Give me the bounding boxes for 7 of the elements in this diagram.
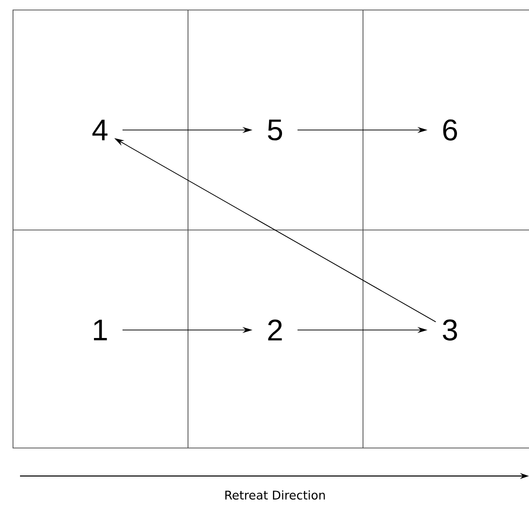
step-number: 5 [268, 120, 282, 140]
step-number: 4 [92, 120, 108, 140]
axis-label: Retreat Direction [225, 490, 325, 500]
step-number: 6 [443, 119, 457, 141]
step-number: 1 [94, 320, 107, 340]
step-number: 3 [442, 319, 457, 341]
step-number: 2 [268, 320, 282, 340]
